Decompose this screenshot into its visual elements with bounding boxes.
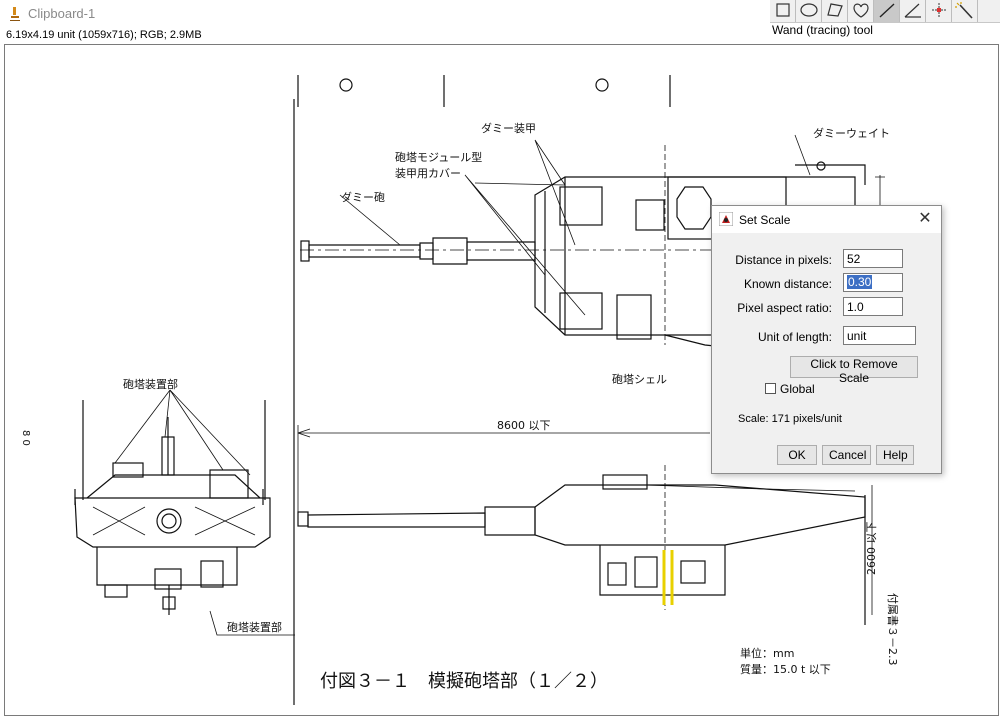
imagej-icon: [719, 212, 733, 226]
label-dummy-weight: ダミーウェイト: [813, 126, 890, 140]
rectangle-tool-button[interactable]: [770, 0, 796, 22]
dialog-title: Set Scale: [739, 213, 791, 227]
wand-icon: [955, 2, 973, 19]
label-unit: 単位：mm: [740, 646, 794, 660]
label-turret-device-top: 砲塔装置部: [123, 377, 178, 391]
known-distance-label: Known distance:: [743, 277, 832, 291]
help-button[interactable]: Help: [876, 445, 914, 465]
pixel-aspect-label: Pixel aspect ratio:: [737, 301, 832, 315]
tool-status: Wand (tracing) tool: [772, 23, 873, 37]
unit-length-label: Unit of length:: [757, 330, 832, 344]
line-icon: [879, 3, 895, 18]
label-length-dimension: 8600 以下: [497, 419, 551, 432]
distance-pixels-input[interactable]: [843, 249, 903, 268]
label-turret-module-2: 装甲用カバー: [395, 167, 461, 180]
label-height-dimension: 2600 以下: [865, 522, 878, 576]
window-titlebar: Clipboard-1: [0, 0, 768, 28]
label-dummy-gun: ダミー砲: [341, 190, 385, 204]
dialog-titlebar[interactable]: Set Scale ✕: [712, 206, 941, 233]
set-scale-dialog: Set Scale ✕ Distance in pixels: Known di…: [711, 205, 942, 474]
window-title: Clipboard-1: [28, 6, 96, 21]
wand-tool-button[interactable]: [952, 0, 978, 22]
ok-button[interactable]: OK: [777, 445, 817, 465]
label-turret-module-1: 砲塔モジュール型: [395, 150, 482, 164]
pixel-aspect-input[interactable]: [843, 297, 903, 316]
polygon-icon: [827, 3, 843, 17]
cancel-button[interactable]: Cancel: [822, 445, 871, 465]
label-mass: 質量：15.0 t 以下: [740, 662, 831, 676]
known-distance-value: 0.30: [847, 275, 873, 289]
polygon-tool-button[interactable]: [822, 0, 848, 22]
global-label: Global: [780, 382, 815, 396]
tool-palette: [770, 0, 1000, 23]
label-turret-shell: 砲塔シェル: [612, 373, 667, 386]
known-distance-input[interactable]: 0.30: [843, 273, 903, 292]
figure-caption: 付図３－１ 模擬砲塔部（１／２）: [320, 671, 608, 692]
line-tool-button[interactable]: [874, 0, 900, 22]
rectangle-icon: [776, 3, 790, 17]
side-view-turret: [297, 425, 873, 615]
label-turret-device-bottom: 砲塔装置部: [227, 620, 282, 634]
distance-pixels-label: Distance in pixels:: [735, 253, 832, 267]
close-icon[interactable]: ✕: [918, 210, 932, 227]
angle-tool-button[interactable]: [900, 0, 926, 22]
label-dummy-armor: ダミー装甲: [481, 121, 536, 135]
remove-scale-button[interactable]: Click to Remove Scale: [790, 356, 918, 385]
point-tool-button[interactable]: [926, 0, 952, 22]
label-margin-mark: 8 0: [20, 430, 31, 446]
image-info: 6.19x4.19 unit (1059x716); RGB; 2.9MB: [6, 29, 202, 41]
angle-icon: [904, 3, 921, 18]
oval-icon: [800, 3, 818, 17]
freehand-tool-button[interactable]: [848, 0, 874, 22]
unit-length-input[interactable]: [843, 326, 916, 345]
microscope-icon: [10, 7, 20, 21]
oval-tool-button[interactable]: [796, 0, 822, 22]
technical-drawing: ダミー装甲 砲塔モジュール型 装甲用カバー ダミー砲 ダミーウェイト 砲塔装置部…: [20, 75, 900, 705]
freehand-icon: [853, 3, 869, 18]
point-icon: [932, 3, 946, 17]
global-checkbox[interactable]: [765, 383, 776, 394]
front-view-turret: [74, 389, 295, 636]
scale-text: Scale: 171 pixels/unit: [738, 413, 842, 425]
label-side-tag: 付属書３－2.3: [886, 593, 900, 666]
